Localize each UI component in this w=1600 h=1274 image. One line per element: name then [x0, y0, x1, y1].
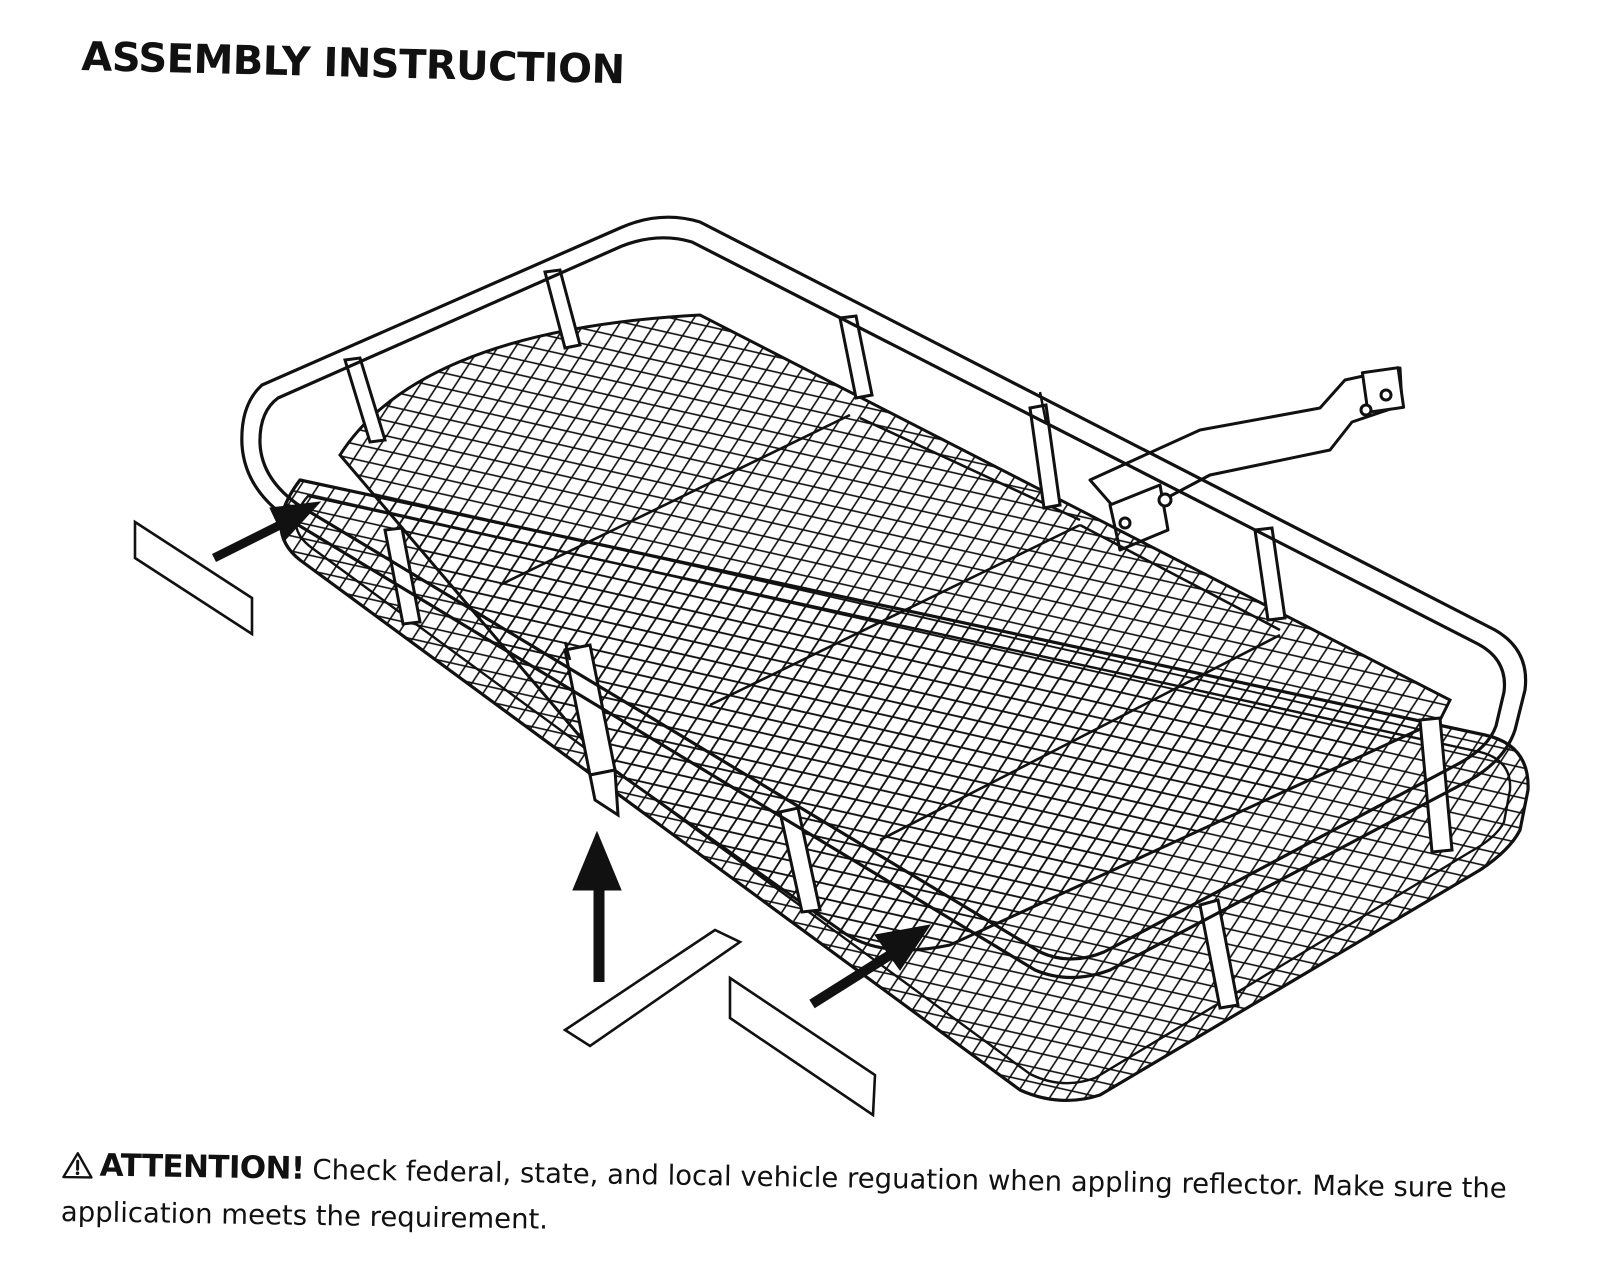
upper-rail: [240, 215, 1528, 980]
attention-label: ATTENTION!: [99, 1147, 305, 1187]
warning-triangle-icon: [62, 1152, 93, 1179]
hitch-shank: [1088, 366, 1406, 552]
placement-arrows: [211, 501, 932, 1009]
page-title: ASSEMBLY INSTRUCTION: [80, 34, 626, 94]
arrow-left: [211, 501, 322, 563]
reflector-strip-front: [562, 928, 743, 1048]
attention-note: ATTENTION!Check federal, state, and loca…: [61, 1142, 1562, 1259]
reflector-strip-left: [133, 519, 254, 637]
reflector-strip-right: [728, 975, 877, 1118]
mesh-deck: [338, 313, 1453, 952]
cargo-carrier-illustration: [133, 215, 1530, 1118]
reflector-strips: [133, 519, 877, 1118]
arrow-right: [809, 924, 932, 1009]
arrow-front: [572, 830, 622, 982]
side-posts: [343, 268, 1454, 1010]
